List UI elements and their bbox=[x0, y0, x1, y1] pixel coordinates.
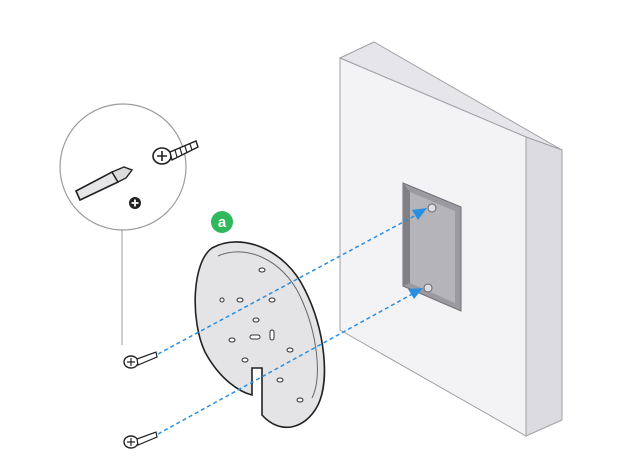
mounting-plate bbox=[194, 241, 326, 429]
wall-screw-bottom bbox=[123, 431, 158, 449]
wall-screw-top bbox=[123, 351, 158, 369]
alignment-arrows bbox=[157, 212, 421, 435]
phillips-bit-icon bbox=[129, 197, 141, 209]
arrow-top bbox=[157, 212, 421, 355]
arrowhead-top bbox=[412, 208, 427, 220]
phillips-screw-icon bbox=[152, 140, 199, 165]
box-screw-hole-bottom bbox=[423, 283, 433, 293]
step-badge: a bbox=[211, 211, 233, 233]
step-badge-label: a bbox=[218, 214, 227, 231]
wall-side-face bbox=[525, 136, 563, 437]
screwdriver-callout bbox=[59, 103, 199, 345]
screwdriver-icon bbox=[74, 166, 134, 202]
arrow-bottom bbox=[157, 291, 417, 435]
arrowhead-bottom bbox=[408, 288, 423, 299]
box-screw-hole-top bbox=[427, 203, 437, 213]
